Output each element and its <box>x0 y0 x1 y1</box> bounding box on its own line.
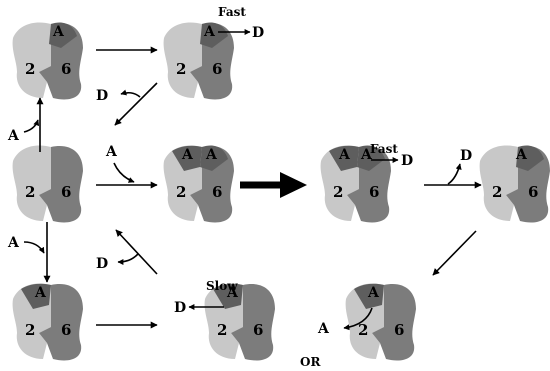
fast-label-right: Fast <box>370 142 398 156</box>
a-label-lower: A <box>7 235 20 251</box>
subunit-6-label: 6 <box>212 60 222 78</box>
protein-1: A 2 6 <box>163 22 234 100</box>
fast-label-top: Fast <box>218 5 246 19</box>
site-left-label: A <box>181 147 194 163</box>
d-label-slow: D <box>174 300 186 316</box>
active-site-left <box>354 283 384 309</box>
a-release-curve <box>343 307 373 331</box>
a-label-upper: A <box>7 128 20 144</box>
subunit-2-label: 2 <box>176 183 186 201</box>
protein-0: A 2 6 <box>12 22 83 100</box>
d-label-top: D <box>252 25 264 41</box>
d-release-curve-right <box>447 163 462 185</box>
subunit-2-label: 2 <box>176 60 186 78</box>
d-label-lower: D <box>96 256 108 272</box>
active-site-right <box>200 145 228 171</box>
subunit-2-label: 2 <box>217 321 227 339</box>
d-release-curve-lower <box>117 253 139 265</box>
d-label-release-right: D <box>460 148 472 164</box>
subunit-6-label: 6 <box>528 183 538 201</box>
protein-6: A 2 6 <box>12 283 83 361</box>
subunit-6-label: 6 <box>61 60 71 78</box>
a-label-middle: A <box>105 144 118 160</box>
active-site-left <box>49 22 77 48</box>
arrow-diag-upper <box>114 82 158 126</box>
subunit-2-label: 2 <box>25 321 35 339</box>
arrow-diag-right <box>432 230 477 276</box>
active-site-left <box>172 145 202 171</box>
a-bind-curve-middle <box>113 162 135 183</box>
site-left-label: A <box>515 147 528 163</box>
active-site-left <box>200 22 228 48</box>
a-bind-curve-upper <box>23 119 40 133</box>
site-right-label: A <box>360 147 373 163</box>
site-left-label: A <box>34 285 47 301</box>
active-site-left <box>329 145 359 171</box>
arrow-diag-lower <box>115 229 158 275</box>
d-label-fast-right: D <box>401 153 413 169</box>
protein-5: A 2 6 <box>479 145 550 223</box>
subunit-2-label: 2 <box>358 321 368 339</box>
subunit-6-label: 6 <box>253 321 263 339</box>
subunit-2-label: 2 <box>25 183 35 201</box>
d-release-curve-upper <box>120 89 141 98</box>
protein-3: A A 2 6 <box>163 145 234 223</box>
site-left-label: A <box>203 24 216 40</box>
active-site-left <box>516 145 544 171</box>
site-left-label: A <box>226 285 239 301</box>
slow-label: Slow <box>206 279 238 293</box>
site-left-label: A <box>338 147 351 163</box>
subunit-2-label: 2 <box>492 183 502 201</box>
site-right-label: A <box>205 147 218 163</box>
active-site-left <box>21 283 51 309</box>
subunit-6-label: 6 <box>394 321 404 339</box>
d-label-upper: D <box>96 88 108 104</box>
protein-7: A 2 6 <box>204 283 275 361</box>
active-site-left <box>213 283 243 309</box>
a-bind-curve-lower <box>23 241 45 254</box>
site-left-label: A <box>52 24 65 40</box>
a-label-release: A <box>317 321 330 337</box>
subunit-6-label: 6 <box>61 183 71 201</box>
arrow-bold-head <box>280 172 307 198</box>
protein-2: 2 6 <box>12 145 83 223</box>
subunit-2-label: 2 <box>333 183 343 201</box>
subunit-6-label: 6 <box>212 183 222 201</box>
active-site-right <box>357 145 385 171</box>
subunit-6-label: 6 <box>61 321 71 339</box>
protein-4: A A 2 6 <box>320 145 391 223</box>
subunit-6-label: 6 <box>369 183 379 201</box>
site-left-label: A <box>367 285 380 301</box>
or-label: OR <box>300 355 321 369</box>
subunit-2-label: 2 <box>25 60 35 78</box>
protein-8: A 2 6 <box>345 283 416 361</box>
